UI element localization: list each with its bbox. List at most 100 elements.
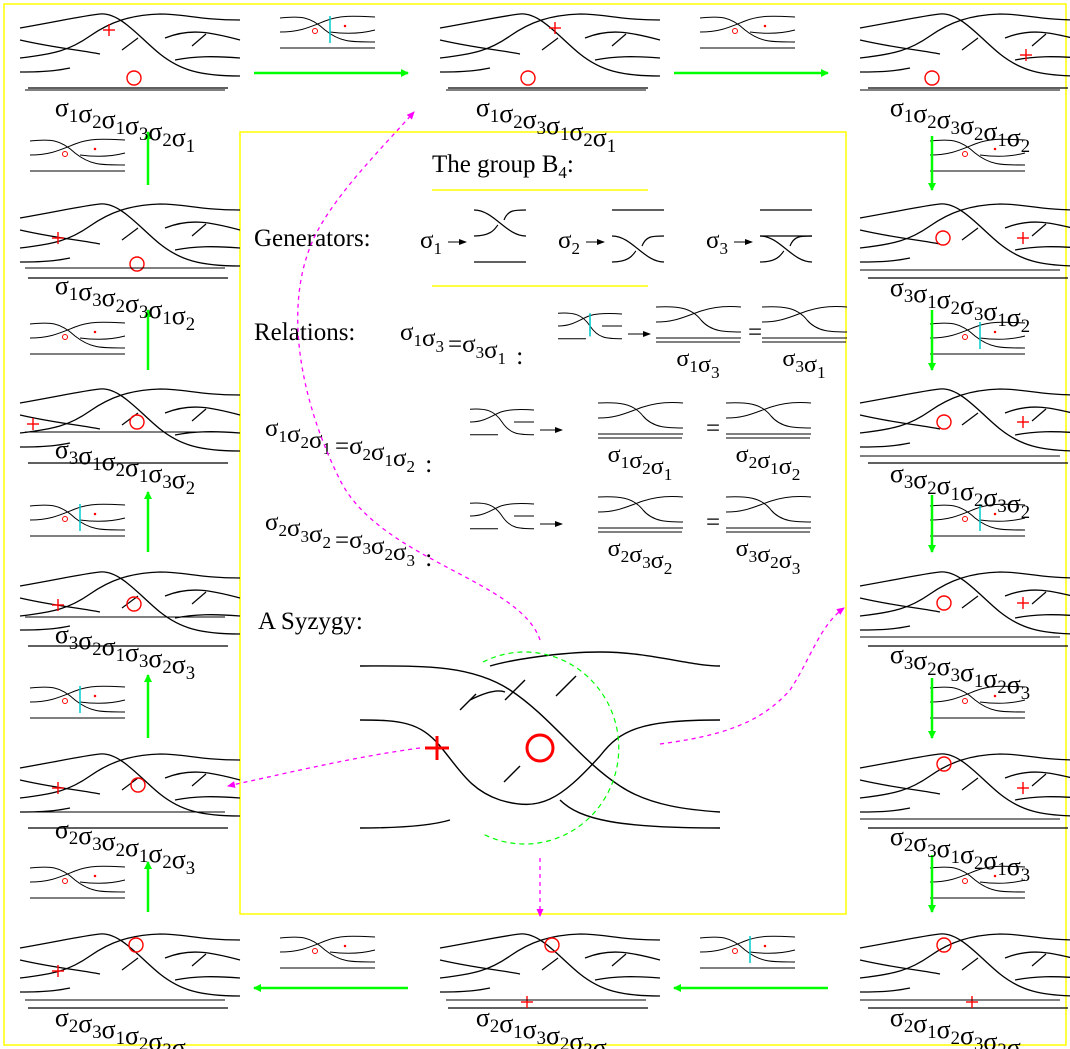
circle-marker-right-4: [129, 414, 145, 430]
braid-strand-1: [439, 933, 661, 979]
braid-word-bottom-center: σ3σ2σ3σ1σ2σ3: [890, 640, 1030, 704]
braid-strand-5: [19, 442, 71, 448]
braid-strand-3: [859, 597, 941, 613]
plus-marker: [93, 147, 97, 151]
braid-strand-6: [1014, 976, 1070, 981]
plus-marker: [93, 330, 97, 334]
braid-crossing-break: [121, 595, 139, 609]
braid-word-top-center: σ1σ2σ3σ1σ2σ1: [476, 93, 616, 157]
braid-word-right-2: σ1σ3σ2σ3σ1σ2: [55, 271, 195, 335]
braid-crossing-break: [611, 33, 627, 47]
braid-crossing-break: [121, 227, 139, 241]
braid-diagrams: [19, 13, 1070, 1009]
syzygy-strand-1: [359, 719, 721, 806]
braid-strand-3: [859, 229, 941, 245]
plus-marker-left-2: [966, 996, 978, 1008]
circle-marker: [62, 516, 68, 522]
braid-strand-1: [859, 933, 1070, 979]
relation-1: σ1σ3=σ3σ1 :: [400, 319, 523, 370]
plus-marker: [993, 330, 997, 334]
plus-marker-right-4: [27, 418, 39, 430]
braid-strand-1: [19, 571, 241, 617]
braid-strand-5: [859, 625, 911, 631]
braid-strand-6: [174, 796, 241, 801]
braid-crossing-break: [1031, 223, 1047, 237]
braid-strand-0: [19, 933, 241, 997]
relation-3: σ2σ3σ2=σ3σ2σ3 :: [265, 509, 432, 572]
relation-move-thumb-1: [557, 312, 623, 340]
plus-marker: [343, 944, 347, 948]
move-thumbnail-8: [29, 685, 126, 719]
braid-strand-3: [439, 959, 521, 975]
circle-marker-bottom-center: [936, 595, 952, 611]
braid-move-thumbnails: [29, 15, 1026, 969]
syzygy-connector-1: [227, 747, 421, 788]
syzygy-label: A Syzygy:: [258, 608, 363, 635]
circle-marker: [732, 28, 738, 34]
plus-marker-bottom-left: [52, 782, 64, 794]
braid-strand-5: [859, 257, 911, 263]
braid-diagram-left-2: [859, 933, 1070, 1009]
braid-diagram-top-center: [439, 13, 661, 89]
braid-diagram-right-4: [19, 388, 241, 464]
move-thumbnail-7: [929, 503, 1026, 537]
relation-left-braid-3: [597, 496, 684, 529]
braid-crossing-break: [1031, 953, 1047, 967]
circle-marker-right-2: [129, 256, 145, 272]
move-thumbnail-4: [29, 321, 126, 355]
circle-marker: [62, 334, 68, 340]
move-thumbnail-10: [29, 865, 126, 899]
circle-marker-right-3: [935, 230, 951, 246]
braid-strand-5: [19, 807, 71, 813]
braid-word-right-4: σ3σ1σ2σ1σ3σ2: [55, 435, 195, 499]
relation-right-braid-2: [725, 402, 812, 435]
braid-strand-6: [1014, 796, 1070, 801]
syzygy-connector-0: [297, 111, 541, 641]
braid-diagram-bottom-right: [19, 571, 241, 647]
syzygy-dashed-circle: [482, 651, 620, 845]
plus-marker: [993, 147, 997, 151]
circle-marker-bottom-left: [130, 777, 146, 793]
braid-diagram-top-right: [859, 13, 1070, 89]
circle-marker-top-center: [520, 70, 536, 86]
braid-strand-0: [859, 571, 1070, 635]
braid-strand-6: [594, 56, 661, 61]
braid-strand-5: [859, 67, 911, 73]
plus-marker-left-3: [521, 996, 533, 1008]
plus-marker: [763, 24, 767, 28]
move-thumbnail-13: [699, 935, 796, 969]
plus-marker-right-2: [52, 232, 64, 244]
braid-crossing-break: [961, 37, 979, 51]
braid-strand-1: [859, 753, 1070, 799]
braid-crossing-break: [1031, 591, 1047, 605]
syzygy-break: [555, 675, 577, 697]
braid-strand-0: [859, 933, 1070, 997]
plus-marker-right-5: [1017, 416, 1029, 428]
braid-word-top-right: σ1σ2σ3σ2σ1σ2: [890, 93, 1030, 157]
braid-crossing-break: [961, 227, 979, 241]
braid-strand-5: [439, 987, 491, 993]
relation-right-word-1: σ3σ1: [782, 346, 825, 382]
braid-word-right-3: σ3σ1σ2σ3σ1σ2: [890, 273, 1030, 337]
braid-strand-6: [1014, 431, 1070, 436]
braid-crossing-break: [961, 595, 979, 609]
braid-strand-4: [584, 31, 661, 41]
circle-marker: [62, 698, 68, 704]
circle-marker-left-3: [544, 937, 560, 953]
relation-2: σ1σ2σ1=σ2σ1σ2 :: [265, 415, 432, 478]
braid-strand-0: [19, 388, 241, 452]
circle-marker-top-left: [126, 70, 142, 86]
braid-crossing-break: [961, 777, 979, 791]
braid-diagram-right-5: [859, 388, 1070, 464]
braid-strand-6: [594, 976, 661, 981]
braid-crossing-break: [121, 777, 139, 791]
braid-strand-3: [19, 414, 101, 430]
syzygy-break: [503, 765, 521, 783]
plus-marker: [93, 874, 97, 878]
circle-marker: [962, 878, 968, 884]
syzygy-plus-marker: [425, 736, 449, 760]
braid-strand-5: [859, 807, 911, 813]
circle-marker: [732, 948, 738, 954]
